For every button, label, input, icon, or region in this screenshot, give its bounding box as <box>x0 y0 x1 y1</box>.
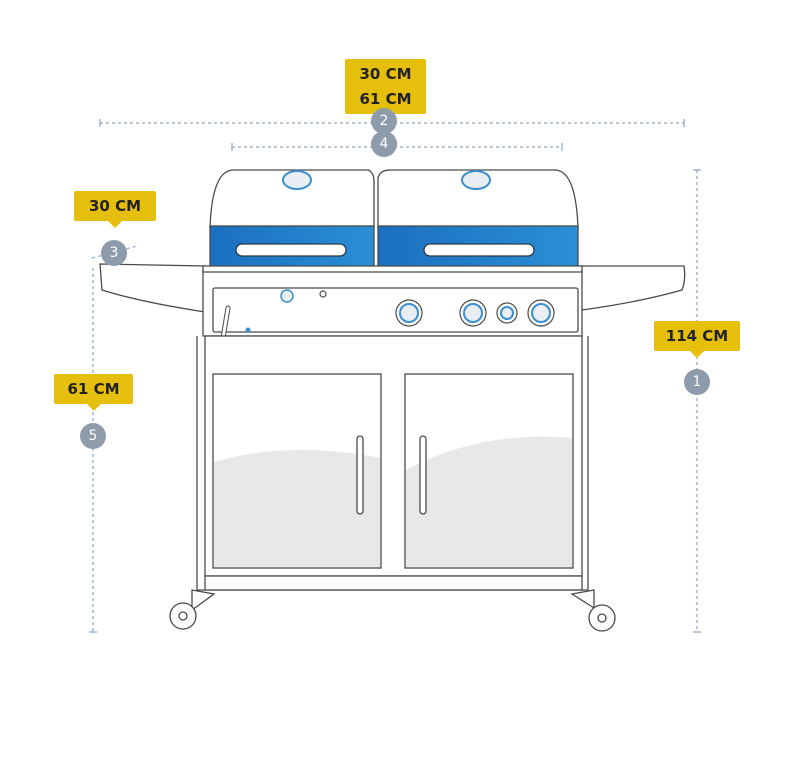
cart <box>196 335 589 591</box>
dimension-badge-4: 4 <box>371 131 397 157</box>
dimension-badge-2: 2 <box>371 108 397 134</box>
dimension-badge-5: 5 <box>80 423 106 449</box>
dimension-badge-1: 1 <box>684 369 710 395</box>
right-lid <box>377 169 579 269</box>
left-lid <box>209 169 375 269</box>
dimension-line-3 <box>91 245 138 259</box>
dimension-tag-3: 30 CM <box>74 191 156 228</box>
dimension-lines <box>91 122 698 632</box>
grill-body <box>99 263 686 337</box>
dimension-tag-5: 61 CM <box>54 374 133 411</box>
dimension-badge-3: 3 <box>101 240 127 266</box>
wheels <box>169 589 616 632</box>
dimension-tag-1: 114 CM <box>654 321 740 358</box>
